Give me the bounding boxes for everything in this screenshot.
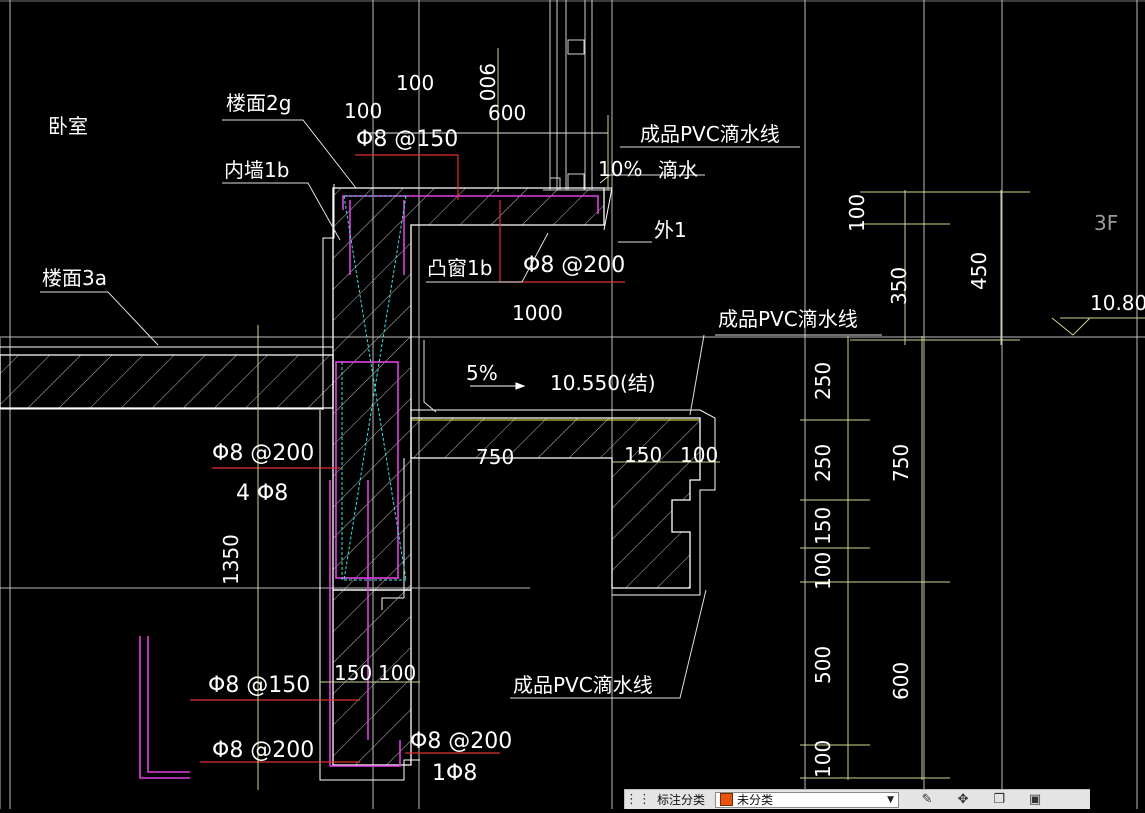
dim-right-750: 750 bbox=[889, 444, 913, 482]
dim-150b: 150 bbox=[334, 661, 372, 685]
rebar-wall-long: 4 Φ8 bbox=[236, 481, 288, 506]
rebar-lines bbox=[139, 195, 599, 779]
rebar-wall-stirrup: Φ8 @200 bbox=[212, 441, 314, 466]
annotation-toolbar: ⋮⋮ 标注分类 未分类 ▼ ✎ ✥ ❐ ▣ bbox=[624, 789, 1090, 809]
delete-icon[interactable]: ▣ bbox=[1028, 792, 1042, 807]
label-pvc-bottom: 成品PVC滴水线 bbox=[513, 673, 653, 697]
dim-900: 900 bbox=[475, 63, 499, 101]
elevation-floor: 10.800 bbox=[1090, 291, 1145, 315]
category-selected: 未分类 bbox=[737, 793, 774, 807]
dim-100c: 100 bbox=[680, 443, 718, 467]
edit-icon[interactable]: ✎ bbox=[921, 792, 933, 807]
category-color-swatch bbox=[720, 793, 734, 806]
dim-right-100c: 100 bbox=[811, 740, 835, 778]
label-bay-window: 凸窗1b bbox=[427, 256, 492, 280]
label-exterior: 外1 bbox=[654, 218, 687, 242]
dim-100d: 100 bbox=[378, 661, 416, 685]
dim-right-100: 100 bbox=[845, 194, 869, 232]
concrete-section bbox=[0, 187, 701, 766]
dim-600: 600 bbox=[488, 101, 526, 125]
rebar-lower-2: Φ8 @200 bbox=[212, 738, 314, 763]
cyan-diagonals bbox=[341, 195, 407, 581]
dim-right-100b: 100 bbox=[811, 552, 835, 590]
dim-right-450: 450 bbox=[967, 252, 991, 290]
rebar-lower-4: 1Φ8 bbox=[432, 761, 477, 786]
label-pvc-top: 成品PVC滴水线 bbox=[640, 122, 780, 146]
dim-1350: 1350 bbox=[219, 534, 243, 585]
dim-1000: 1000 bbox=[512, 301, 563, 325]
dim-750: 750 bbox=[476, 445, 514, 469]
rebar-lower-3: Φ8 @200 bbox=[410, 729, 512, 754]
dim-100b: 100 bbox=[344, 99, 382, 123]
dim-right-350: 350 bbox=[887, 267, 911, 305]
elevation-struct: 10.550(结) bbox=[550, 371, 656, 395]
white-leaders bbox=[40, 119, 882, 699]
chevron-down-icon[interactable]: ▼ bbox=[887, 794, 895, 805]
dim-right-250b: 250 bbox=[811, 444, 835, 482]
slope-top: 10% bbox=[598, 157, 642, 181]
dim-right-150: 150 bbox=[811, 507, 835, 545]
label-inner-wall: 内墙1b bbox=[224, 158, 289, 182]
dimension-lines bbox=[257, 48, 1145, 790]
move-icon[interactable]: ✥ bbox=[957, 792, 969, 807]
category-select[interactable]: 未分类 ▼ bbox=[715, 791, 900, 808]
rebar-slab-mid: Φ8 @200 bbox=[523, 253, 625, 278]
rebar-lower-1: Φ8 @150 bbox=[208, 673, 310, 698]
toolbar-label: 标注分类 bbox=[657, 793, 706, 807]
room-label: 卧室 bbox=[48, 114, 88, 138]
finish-outline bbox=[0, 184, 716, 781]
label-drip: 滴水 bbox=[658, 158, 698, 182]
dim-right-500: 500 bbox=[811, 646, 835, 684]
rebar-top-slab: Φ8 @150 bbox=[356, 127, 458, 152]
dim-right-250a: 250 bbox=[811, 362, 835, 400]
drag-handle-icon[interactable]: ⋮⋮ bbox=[625, 792, 651, 807]
slope-arrow bbox=[470, 382, 526, 390]
label-pvc-mid: 成品PVC滴水线 bbox=[718, 307, 858, 331]
label-floor-3a: 楼面3a bbox=[42, 266, 107, 290]
copy-icon[interactable]: ❐ bbox=[993, 792, 1005, 807]
floor-label: 3F bbox=[1094, 211, 1118, 235]
cad-text: 卧室 3F 楼面2g 内墙1b 楼面3a 凸窗1b 外1 滴水 成品PVC滴水线… bbox=[42, 63, 1145, 786]
dim-100a: 100 bbox=[396, 71, 434, 95]
dim-right-600: 600 bbox=[889, 662, 913, 700]
slope-mid: 5% bbox=[466, 361, 498, 385]
dim-150: 150 bbox=[624, 443, 662, 467]
label-floor-2g: 楼面2g bbox=[226, 91, 291, 115]
